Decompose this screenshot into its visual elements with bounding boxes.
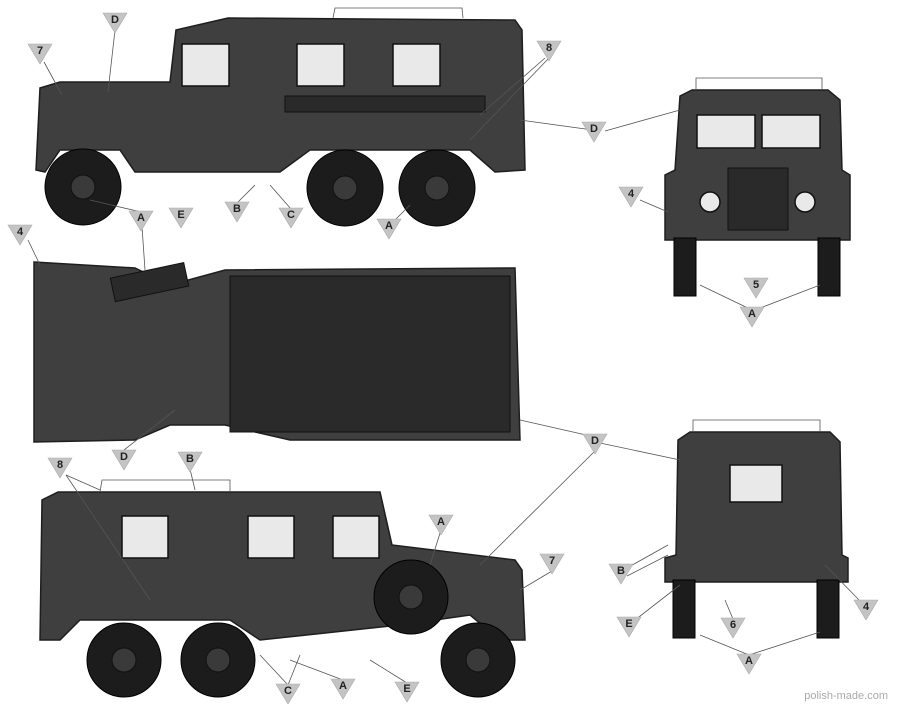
callout-b: B — [177, 451, 203, 473]
callout-label: E — [177, 209, 184, 221]
callout-a: A — [428, 514, 454, 536]
callout-triangle-icon — [739, 306, 765, 328]
callout-a: A — [736, 653, 762, 675]
callout-triangle-icon — [7, 224, 33, 246]
callout-label: 6 — [730, 619, 736, 631]
callout-label: 5 — [753, 279, 759, 291]
callout-triangle-icon — [720, 617, 746, 639]
callout-triangle-icon — [47, 457, 73, 479]
callout-e: E — [394, 681, 420, 703]
callout-a: A — [330, 678, 356, 700]
callout-d: D — [111, 449, 137, 471]
callout-label: A — [745, 655, 753, 667]
callout-label: 7 — [37, 45, 43, 57]
callout-7: 7 — [539, 553, 565, 575]
callout-8: 8 — [47, 457, 73, 479]
callout-a: A — [376, 218, 402, 240]
top-view — [33, 261, 521, 443]
callout-triangle-icon — [128, 210, 154, 232]
callout-triangle-icon — [330, 678, 356, 700]
front-view — [664, 77, 851, 297]
callout-6: 6 — [720, 617, 746, 639]
side-view-right — [39, 479, 526, 698]
callout-label: A — [748, 308, 756, 320]
callout-label: D — [120, 451, 128, 463]
callout-a: A — [739, 306, 765, 328]
callout-label: E — [403, 683, 410, 695]
callout-4: 4 — [618, 186, 644, 208]
callout-e: E — [168, 207, 194, 229]
callout-c: C — [278, 207, 304, 229]
callout-e: E — [616, 616, 642, 638]
callout-triangle-icon — [394, 681, 420, 703]
callout-label: D — [590, 123, 598, 135]
callout-triangle-icon — [275, 683, 301, 704]
callout-triangle-icon — [618, 186, 644, 208]
watermark: polish-made.com — [804, 690, 888, 702]
callout-b: B — [224, 201, 250, 223]
callout-label: 8 — [57, 459, 63, 471]
callout-label: 8 — [546, 42, 552, 54]
callout-label: 4 — [628, 188, 635, 200]
callout-triangle-icon — [102, 12, 128, 34]
callout-triangle-icon — [27, 43, 53, 65]
side-view-left — [35, 7, 526, 227]
callout-7: 7 — [27, 43, 53, 65]
callout-triangle-icon — [582, 433, 608, 455]
callout-d: D — [581, 121, 607, 143]
callout-label: D — [111, 14, 119, 26]
callout-4: 4 — [853, 599, 879, 621]
callout-triangle-icon — [168, 207, 194, 229]
callout-d: D — [102, 12, 128, 34]
callout-triangle-icon — [428, 514, 454, 536]
callout-triangle-icon — [853, 599, 879, 621]
callout-triangle-icon — [743, 277, 769, 299]
callout-triangle-icon — [278, 207, 304, 229]
leader-lines — [27, 29, 861, 686]
callout-triangle-icon — [736, 653, 762, 675]
callout-label: B — [186, 453, 194, 465]
callout-label: 4 — [863, 601, 870, 613]
callout-triangle-icon — [177, 451, 203, 473]
callout-triangle-icon — [376, 218, 402, 240]
rear-view — [664, 419, 849, 639]
callout-4: 4 — [7, 224, 33, 246]
callout-triangle-icon — [536, 40, 562, 62]
callout-label: C — [287, 209, 295, 221]
callout-8: 8 — [536, 40, 562, 62]
callout-label: A — [339, 680, 347, 692]
callout-b: B — [608, 563, 634, 585]
callout-d: D — [582, 433, 608, 455]
callout-label: A — [385, 220, 393, 232]
callout-label: E — [625, 618, 632, 630]
callout-label: D — [591, 435, 599, 447]
callout-label: A — [137, 212, 145, 224]
callout-triangle-icon — [616, 616, 642, 638]
callout-label: A — [437, 516, 445, 528]
callout-c: C — [275, 683, 301, 704]
callout-triangle-icon — [111, 449, 137, 471]
callout-label: C — [284, 685, 292, 697]
callout-a: A — [128, 210, 154, 232]
callout-label: 4 — [17, 226, 24, 238]
callout-label: B — [233, 203, 241, 215]
callout-5: 5 — [743, 277, 769, 299]
callout-triangle-icon — [581, 121, 607, 143]
callout-label: B — [617, 565, 625, 577]
callout-label: 7 — [549, 555, 555, 567]
callout-triangle-icon — [224, 201, 250, 223]
callout-triangle-icon — [539, 553, 565, 575]
callout-triangle-icon — [608, 563, 634, 585]
